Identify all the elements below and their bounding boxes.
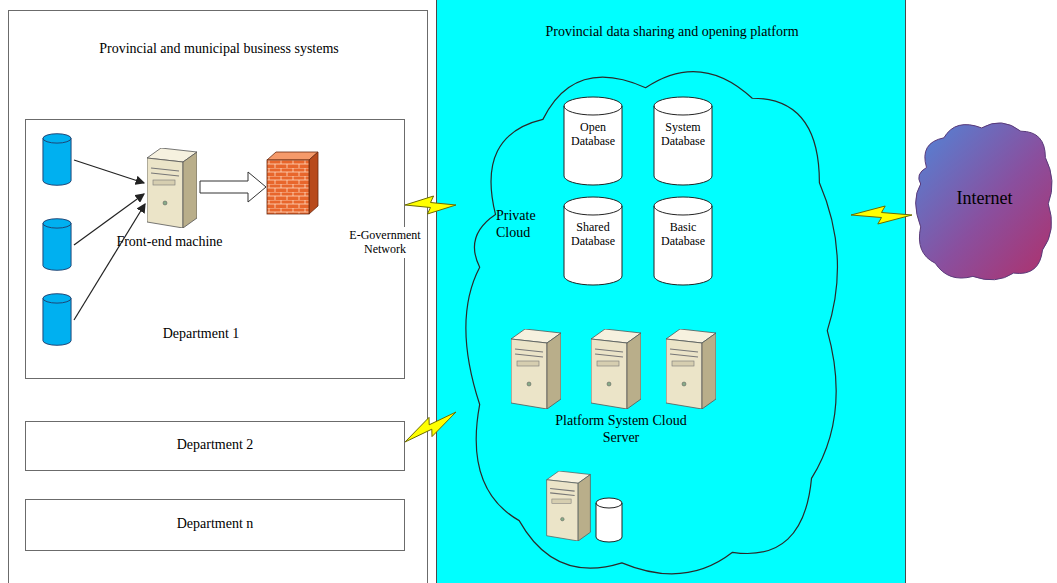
network-link-bolt bbox=[851, 206, 912, 224]
graphic-part bbox=[466, 72, 838, 574]
node-text: Internet bbox=[912, 188, 1057, 210]
node-text: Private Cloud bbox=[496, 208, 558, 242]
graphic-part bbox=[654, 97, 712, 185]
server-node: Front-end machine bbox=[97, 142, 242, 257]
cloud-node: Private Cloud Open Database System Databas… bbox=[456, 56, 851, 583]
node-text: Provincial and municipal business system… bbox=[19, 41, 419, 58]
graphic-part bbox=[564, 97, 622, 185]
graphic-part bbox=[43, 219, 71, 271]
graphic-part bbox=[596, 503, 622, 508]
database-node: Open Database bbox=[563, 96, 623, 186]
network-link-bolt bbox=[405, 412, 456, 442]
graphic-part bbox=[596, 498, 622, 542]
graphic-part bbox=[666, 329, 716, 409]
graphic-part bbox=[511, 329, 561, 409]
node-text: Shared Database bbox=[563, 220, 623, 249]
edge-label: E-Government Network bbox=[343, 227, 427, 258]
node-text: Department 1 bbox=[121, 326, 281, 343]
network-link-bolt bbox=[405, 196, 456, 214]
graphic-part bbox=[564, 206, 622, 215]
server-node: Platform System Cloud Server bbox=[501, 321, 741, 553]
graphic-part bbox=[74, 204, 145, 320]
node-text: Front-end machine bbox=[97, 234, 242, 251]
graphic-part bbox=[564, 106, 622, 115]
group-panel: Provincial and municipal business system… bbox=[8, 10, 428, 583]
graphic-part bbox=[309, 152, 318, 214]
graphic-part bbox=[267, 160, 309, 214]
database-node: System Database bbox=[653, 96, 713, 186]
cloud-node: Internet bbox=[912, 118, 1057, 283]
node-text: System Database bbox=[653, 120, 713, 149]
department-box: Department 2 bbox=[25, 421, 405, 471]
cloud-outline bbox=[456, 56, 851, 583]
graphic-part bbox=[654, 106, 712, 115]
graphic-part bbox=[147, 148, 197, 228]
database-node: Shared Database bbox=[563, 196, 623, 286]
graphic-part bbox=[43, 294, 71, 346]
graphic-part bbox=[591, 329, 641, 409]
node-text: Basic Database bbox=[653, 220, 713, 249]
node-text: Department n bbox=[26, 516, 404, 533]
graphic-part bbox=[547, 471, 591, 541]
department-box: Department n bbox=[25, 499, 405, 551]
node-text: Platform System Cloud Server bbox=[551, 413, 691, 447]
graphic-part bbox=[43, 134, 71, 186]
graphic-part bbox=[654, 206, 712, 215]
node-text: Open Database bbox=[563, 120, 623, 149]
database-node: Basic Database bbox=[653, 196, 713, 286]
platform-panel: Provincial data sharing and opening plat… bbox=[436, 0, 906, 583]
node-text: Department 2 bbox=[26, 437, 404, 454]
graphic-part bbox=[200, 172, 266, 202]
graphic-part bbox=[564, 197, 622, 285]
node-text: Provincial data sharing and opening plat… bbox=[447, 24, 897, 41]
graphic-part bbox=[74, 160, 144, 183]
graphic-part bbox=[654, 197, 712, 285]
